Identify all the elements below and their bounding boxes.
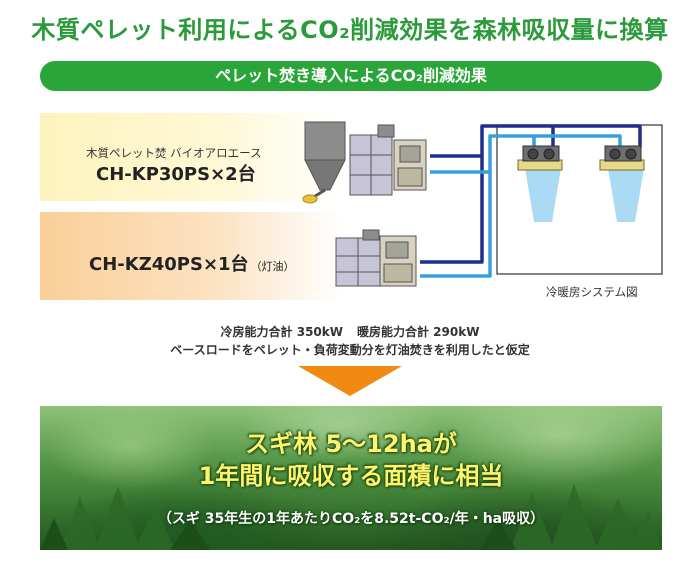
heating-capacity: 暖房能力合計 290kW <box>357 325 480 339</box>
system-diagram-caption: 冷暖房システム図 <box>546 285 638 299</box>
kerosene-fuel-note: （灯油） <box>250 260 295 273</box>
forest-result-panel: スギ林 5～12haが 1年間に吸収する面積に相当 （スギ 35年生の1年あたり… <box>40 406 662 550</box>
cooling-capacity: 冷房能力合計 350kW <box>220 325 343 339</box>
kerosene-chiller-icon <box>335 229 417 287</box>
pellet-silo-icon <box>302 121 346 204</box>
capacity-summary: 冷房能力合計 350kW 暖房能力合計 290kW <box>0 323 700 340</box>
forest-trees-decoration <box>40 484 662 550</box>
kerosene-boiler-model: CH-KZ40PS×1台 <box>89 254 249 275</box>
main-title: 木質ペレット利用によるCO₂削減効果を森林吸収量に換算 <box>31 16 669 44</box>
system-diagram <box>302 121 663 287</box>
down-arrow-icon <box>298 366 402 396</box>
pellet-boiler-note: 木質ペレット焚 バイオアロエース <box>86 146 262 160</box>
panel-pellet-background <box>40 113 340 201</box>
ceiling-fan-coil-icon <box>517 145 563 222</box>
kerosene-boiler-label: CH-KZ40PS×1台（灯油） <box>89 250 295 276</box>
absorption-chiller-icon <box>349 124 427 196</box>
result-footnote: （スギ 35年生の1年あたりCO₂を8.52t-CO₂/年・ha吸収） <box>157 511 545 527</box>
panel-kerosene-background <box>40 212 340 300</box>
pellet-boiler-model: CH-KP30PS×2台 <box>96 164 256 185</box>
result-headline-area: スギ林 5～12haが <box>245 430 457 458</box>
ceiling-fan-coil-icon-2 <box>599 145 645 222</box>
subtitle-banner: ペレット焚き導入によるCO₂削減効果 <box>40 61 662 91</box>
result-headline-equivalent: 1年間に吸収する面積に相当 <box>198 462 504 490</box>
assumption-text: ベースロードをペレット・負荷変動分を灯油焚きを利用したと仮定 <box>170 343 530 357</box>
